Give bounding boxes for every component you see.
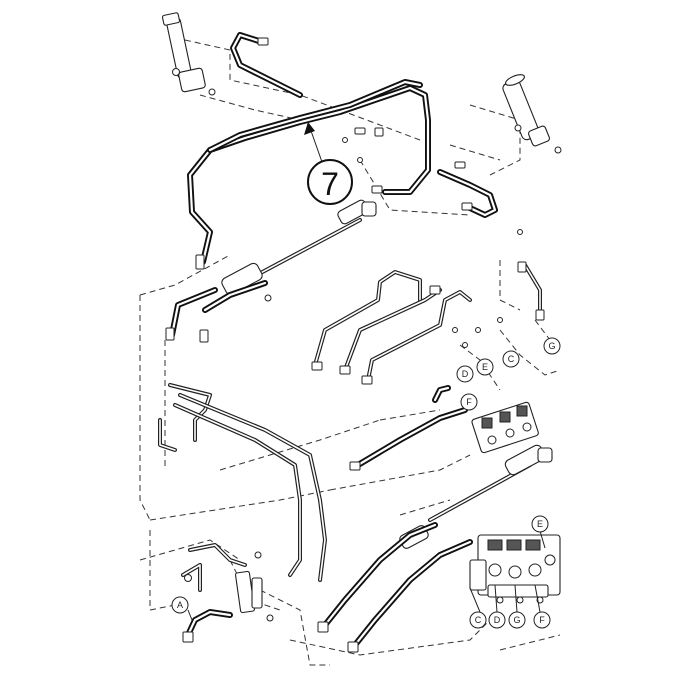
callout-f-upper: F <box>460 393 478 411</box>
callout-g-upper-label: G <box>548 341 555 351</box>
callout-c-upper-label: C <box>508 354 515 364</box>
callout-f-lower-label: F <box>539 615 545 625</box>
callout-7: 7 <box>307 159 353 205</box>
callout-d-lower: D <box>488 611 506 629</box>
callout-d-lower-label: D <box>494 615 501 625</box>
callout-7-label: 7 <box>321 166 339 202</box>
callout-f-upper-label: F <box>466 397 472 407</box>
callout-f-lower: F <box>533 611 551 629</box>
callout-e-upper: E <box>476 358 494 376</box>
callout-c-upper: C <box>502 350 520 368</box>
long-lower-hoses <box>317 522 473 653</box>
left-mid-hoses <box>165 280 268 343</box>
top-right-cylinder <box>502 74 562 154</box>
callout-a-label: A <box>177 600 183 610</box>
callout-a: A <box>171 596 189 614</box>
callout-d-upper: D <box>456 365 474 383</box>
top-left-cylinder-hose <box>230 32 303 98</box>
callout-e-lower: E <box>531 515 549 533</box>
left-frame-tubes <box>158 383 327 582</box>
control-valve-upper <box>471 401 539 454</box>
callout-g-lower-label: G <box>513 615 520 625</box>
callout-c-lower-label: C <box>475 615 482 625</box>
callout-e-lower-label: E <box>537 519 543 529</box>
valve-left-hose <box>349 385 468 471</box>
right-small-hose <box>437 169 498 218</box>
callout-d-upper-label: D <box>462 369 469 379</box>
middle-boom-cylinder <box>221 199 377 302</box>
callout-c-lower: C <box>469 611 487 629</box>
main-hose-fittings <box>195 37 523 270</box>
hose-near-a <box>182 609 233 643</box>
callout-e-upper-label: E <box>482 362 488 372</box>
lower-left-bracket <box>181 543 274 622</box>
dashed-reference-lines <box>139 39 561 666</box>
callout-leaders <box>187 122 546 621</box>
top-left-cylinder <box>161 12 216 96</box>
valve-detail-inset <box>469 534 561 604</box>
center-steel-tubes <box>311 261 545 385</box>
callout-g-lower: G <box>508 611 526 629</box>
main-hose-item-7 <box>187 79 431 265</box>
callout-g-upper: G <box>543 337 561 355</box>
lower-right-cylinder <box>399 444 553 549</box>
